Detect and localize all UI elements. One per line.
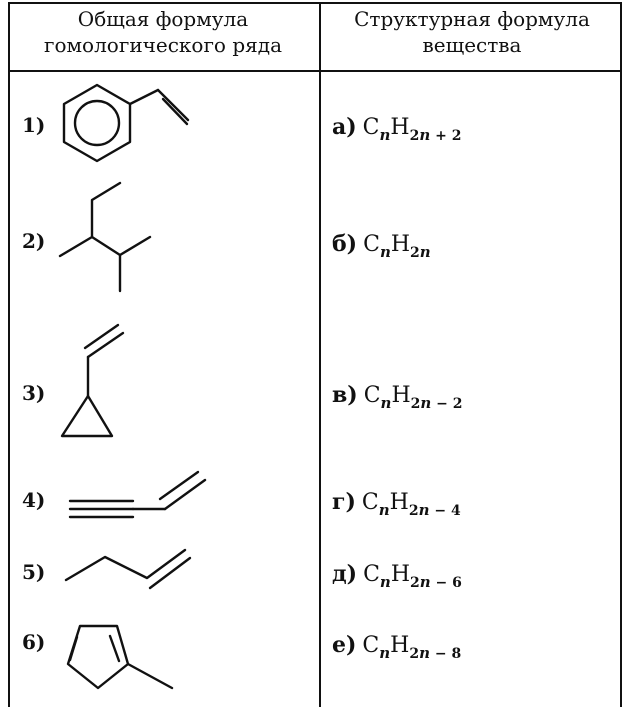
methylcyclopentadiene-icon [66,624,174,690]
formula-label: а) [332,114,357,140]
item-number-6: 6) [22,630,46,654]
carbon-subscript: n [379,126,391,144]
formula-label: б) [332,231,358,257]
hydrogen-coef: 2 [410,575,420,591]
hydrogen-tail: − 4 [429,503,461,519]
vinylacetylene-icon [68,470,207,519]
header-right-line1: Структурная формула [354,7,590,31]
hydrogen-symbol: H [391,383,411,408]
hydrogen-n: n [419,126,431,144]
hydrogen-n: n [419,644,430,662]
item-number-4: 4) [22,488,46,512]
carbon-symbol: C [362,633,380,658]
item-number-2: 2) [22,229,46,253]
hydrogen-coef: 2 [408,503,419,519]
formula-g: г)CnH2n − 4 [332,489,461,519]
header-left-line2: гомологического ряда [43,33,282,57]
hydrogen-symbol: H [390,633,410,658]
header-left-line1: Общая формула [77,7,249,31]
item-number-3: 3) [22,381,46,405]
hydrogen-coef: 2 [410,396,421,412]
column-divider [319,2,321,707]
formula-d: д)CnH2n − 6 [332,561,462,591]
formula-a: а)CnH2n + 2 [332,114,462,144]
carbon-symbol: C [362,115,380,140]
hydrogen-tail: − 6 [430,575,462,591]
table-left-border [8,2,10,707]
hydrogen-coef: 2 [409,128,420,144]
hydrogen-n: n [420,394,432,412]
item-number-1: 1) [22,113,46,137]
hydrogen-symbol: H [390,115,410,140]
carbon-symbol: C [363,383,381,408]
carbon-symbol: C [363,232,380,257]
hydrogen-coef: 2 [410,245,420,261]
styrene-icon [62,83,190,163]
structures-drawing [58,83,207,690]
hydrogen-n: n [419,243,431,261]
formula-label: д) [332,561,358,587]
table-right-border [620,2,622,707]
carbon-subscript: n [378,501,390,519]
carbon-subscript: n [380,394,392,412]
branched-alkane-icon [58,181,152,293]
formula-label: е) [332,632,357,658]
hydrogen-symbol: H [389,490,409,515]
hydrogen-tail: − 8 [430,646,462,662]
carbon-symbol: C [361,490,379,515]
formula-b: б)CnH2n [332,231,431,261]
formula-label: в) [332,382,358,408]
formula-e: е)CnH2n − 8 [332,632,461,662]
hydrogen-tail: + 2 [430,128,462,144]
hydrogen-symbol: H [390,562,411,587]
header-right-line2: вещества [422,33,522,57]
hydrogen-n: n [418,501,430,519]
carbon-subscript: n [379,644,391,662]
header-homologous-formula: Общая формула гомологического ряда [8,6,318,58]
table-top-border [8,2,622,4]
hydrogen-n: n [419,573,431,591]
carbon-subscript: n [379,243,391,261]
carbon-subscript: n [379,573,391,591]
header-structural-formula: Структурная формула вещества [322,6,622,58]
formula-label: г) [332,489,356,515]
hydrogen-coef: 2 [409,646,420,662]
header-divider [8,70,622,72]
butene-icon [64,548,192,590]
formula-v: в)CnH2n − 2 [332,382,463,412]
hydrogen-symbol: H [390,232,411,257]
item-number-5: 5) [22,560,46,584]
hydrogen-tail: − 2 [431,396,463,412]
vinylcyclopropane-icon [60,323,125,438]
carbon-symbol: C [363,562,380,587]
